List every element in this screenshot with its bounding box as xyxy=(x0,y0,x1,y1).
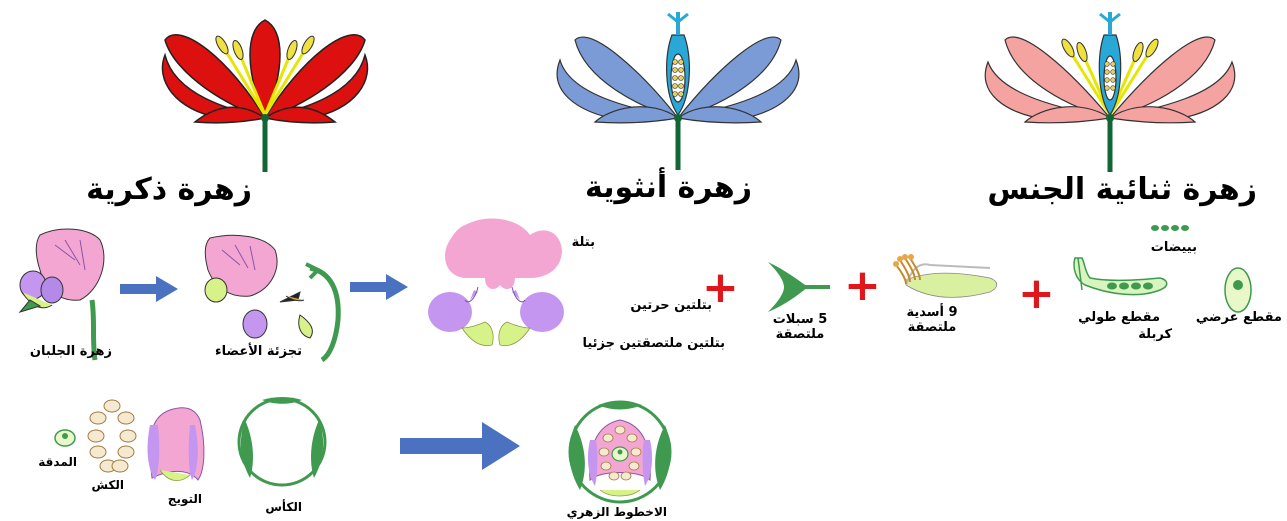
label-stamens: 9 أسدية ملتصقة xyxy=(897,305,967,335)
carpel-longitudinal-section xyxy=(1074,258,1167,295)
keel-petals-shape xyxy=(462,322,530,346)
androecium-icon xyxy=(88,400,136,472)
hermaphrodite-flower-illustration xyxy=(985,12,1235,172)
standard-petal-shape xyxy=(445,218,562,289)
label-standard-petal: بتلة xyxy=(572,235,595,250)
calyx-icon xyxy=(239,397,325,485)
label-male-flower: زهرة ذكرية xyxy=(86,172,252,207)
label-pea-flower: زهرة الجلبان xyxy=(30,344,112,359)
label-longitudinal-section: مقطع طولي xyxy=(1078,310,1160,325)
plus-icon-2: + xyxy=(844,264,881,308)
label-organs: تجزئة الأعضاء xyxy=(215,344,302,359)
stamens-illustration xyxy=(893,254,997,297)
arrow-icon-2 xyxy=(350,274,408,300)
label-floral-diagram: الاخطوط الزهري xyxy=(567,505,667,519)
arrow-icon-1 xyxy=(120,276,178,302)
female-flower-illustration xyxy=(557,12,799,170)
label-cross-section: مقطع عرضي xyxy=(1196,310,1282,325)
wing-petals-shape xyxy=(428,287,564,332)
label-androecium: الكش xyxy=(91,478,124,492)
label-pistil: المدقة xyxy=(38,455,77,469)
pea-parts-illustration xyxy=(205,235,338,360)
male-flower-illustration xyxy=(162,20,367,172)
label-hermaphrodite-flower: زهرة ثنائية الجنس xyxy=(987,172,1257,207)
carpel-cross-section xyxy=(1225,268,1251,312)
ovules-icon xyxy=(1151,225,1189,231)
plus-icon-3: + xyxy=(1018,272,1055,316)
pea-flower-illustration xyxy=(20,229,104,360)
label-keel-petals: بتلتين ملتصقتين جزئيا xyxy=(582,336,725,351)
plus-icon-1: + xyxy=(702,266,739,310)
label-wing-petals: بتلتين حرتين xyxy=(630,298,712,313)
label-carpel: كربلة xyxy=(1138,327,1172,342)
arrow-icon-3 xyxy=(400,422,520,470)
label-calyx: الكأس xyxy=(265,500,302,514)
label-female-flower: زهرة أنثوية xyxy=(585,170,752,205)
label-ovules: بييضات xyxy=(1151,240,1197,255)
sepals-illustration xyxy=(768,262,830,312)
label-sepals: 5 سبلات ملتصقة xyxy=(765,312,835,342)
corolla-icon xyxy=(148,408,204,481)
label-corolla: التويج xyxy=(168,492,202,506)
floral-diagram-illustration xyxy=(569,401,670,502)
pistil-icon xyxy=(55,430,75,446)
